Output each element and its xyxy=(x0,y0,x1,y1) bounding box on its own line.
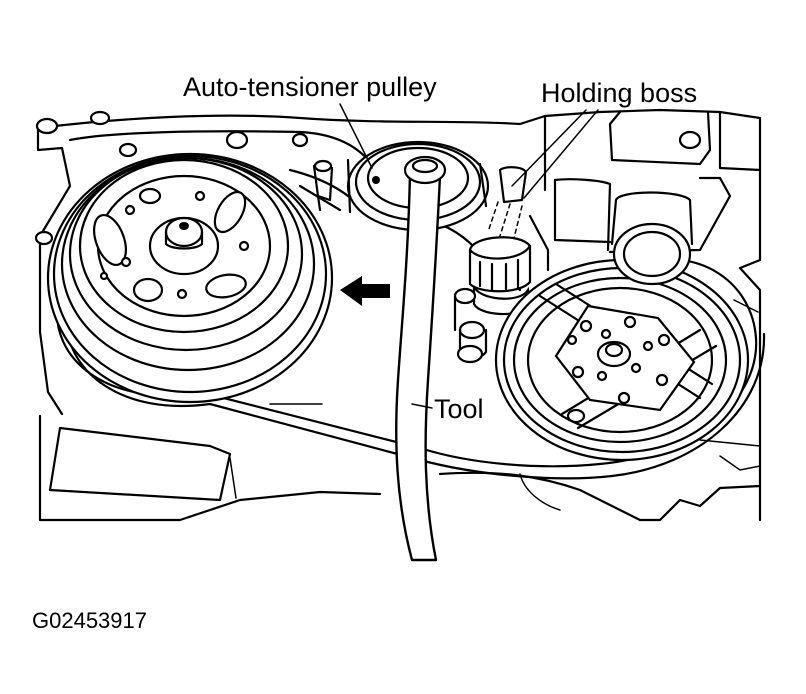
label-auto-tensioner-pulley: Auto-tensioner pulley xyxy=(183,72,437,102)
label-tool: Tool xyxy=(434,394,484,424)
label-holding-boss: Holding boss xyxy=(541,78,697,108)
figure-id: G02453917 xyxy=(32,608,147,633)
crankshaft-pulley xyxy=(46,152,334,404)
holding-boss xyxy=(453,166,550,364)
tensioner-bracket xyxy=(312,159,334,212)
idler-pulley xyxy=(610,191,694,286)
direction-arrow-left xyxy=(340,276,390,306)
leader-lines xyxy=(339,103,599,409)
tool-handle xyxy=(395,155,447,562)
right-pulley xyxy=(494,258,750,462)
